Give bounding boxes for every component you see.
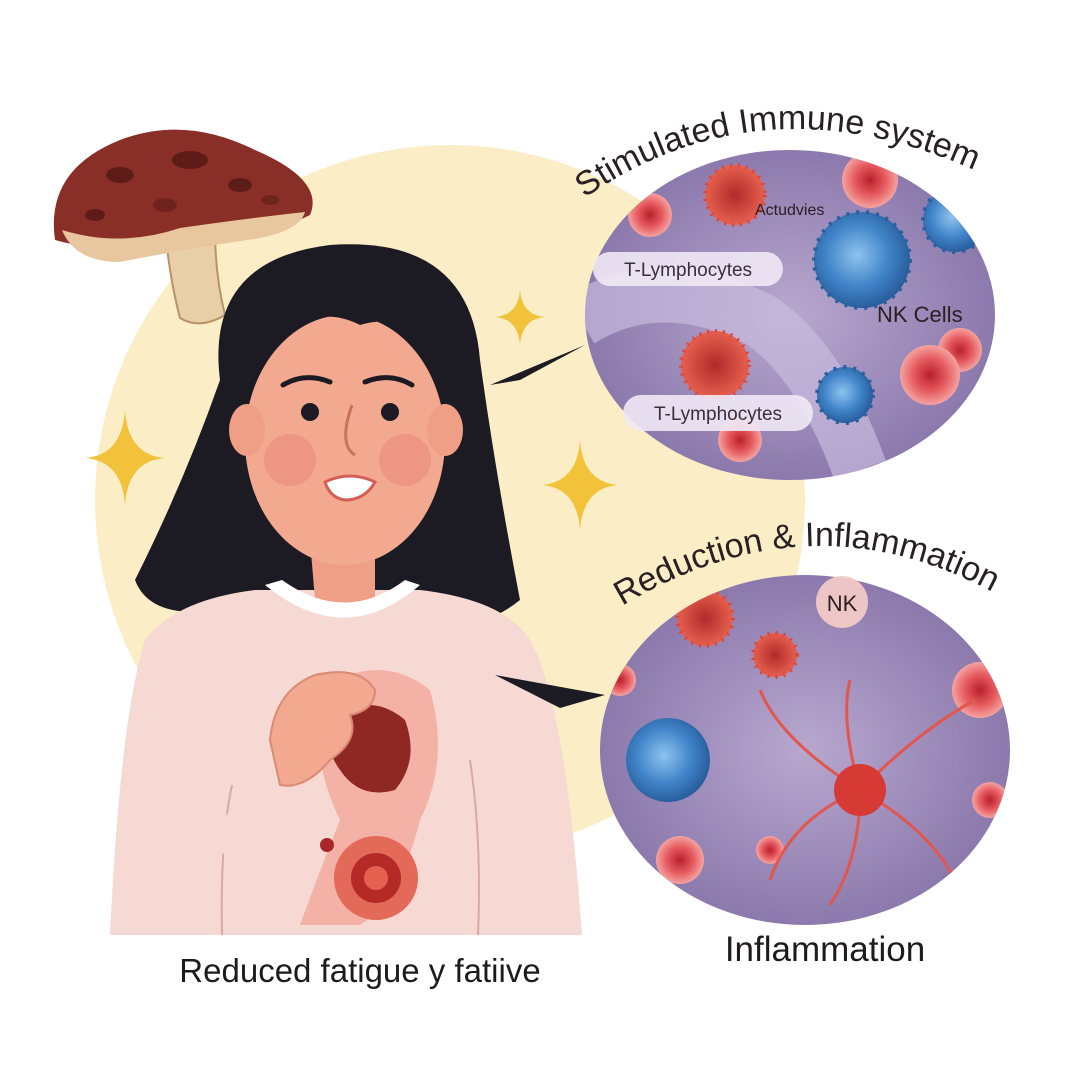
inflammation-panel: NK <box>600 575 1010 925</box>
nk-cell <box>812 210 912 310</box>
hair-front <box>245 262 450 360</box>
t-cell <box>679 329 751 401</box>
nk-cells-label: NK Cells <box>877 302 963 327</box>
mushroom-icon <box>53 129 313 325</box>
pointer-top <box>490 345 585 385</box>
t-lymphocytes-label-1: T-Lymphocytes <box>624 260 752 281</box>
hand <box>268 671 377 787</box>
nk-cell <box>626 718 710 802</box>
nk-cell <box>921 186 989 254</box>
eye-left <box>301 403 319 421</box>
pointer-bottom <box>495 675 605 708</box>
fatigue-caption: Reduced fatigue y fatiive <box>179 952 541 989</box>
nk-label: NK <box>827 591 858 616</box>
sparkle-icon <box>495 290 545 345</box>
t-cell <box>751 631 799 679</box>
eye-right <box>381 403 399 421</box>
immune-panel: T-Lymphocytes T-Lymphocytes Actudvies NK… <box>585 150 995 480</box>
t-cell <box>703 163 767 227</box>
activities-label: Actudvies <box>755 202 824 219</box>
t-lymphocytes-label-2: T-Lymphocytes <box>654 404 782 425</box>
nk-cell <box>815 365 875 425</box>
mouth <box>323 474 378 502</box>
shirt-collar <box>265 580 420 618</box>
inflammation-caption: Inflammation <box>724 930 926 969</box>
sparkle-icon <box>542 440 618 530</box>
sparkle-icon <box>85 410 165 505</box>
